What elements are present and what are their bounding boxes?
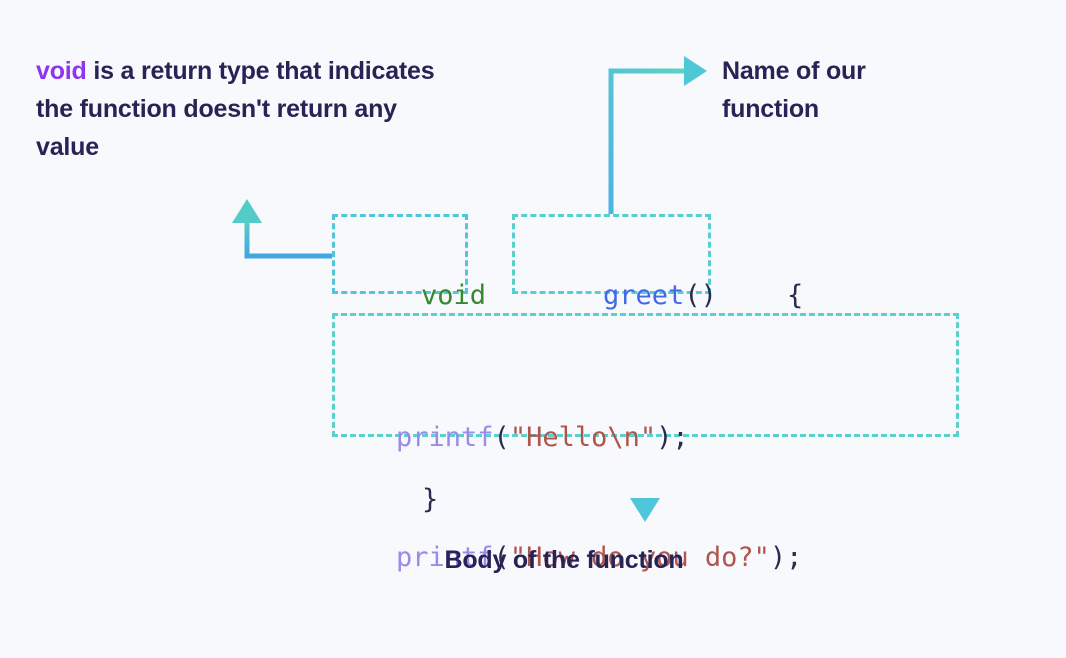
annotation-function-body-text: Body of the function xyxy=(444,546,684,574)
code-token-close-2: ); xyxy=(769,542,803,573)
annotation-return-type-text: is a return type that indicates the func… xyxy=(36,57,435,161)
code-token-string-1: "Hello\n" xyxy=(509,422,657,453)
code-close-brace: } xyxy=(357,440,438,560)
code-token-open-paren-1: ( xyxy=(493,422,510,453)
return-type-highlight-box xyxy=(332,214,468,294)
function-name-connector xyxy=(608,56,707,214)
code-token-greet: greet xyxy=(603,280,685,311)
code-line-1: printf("Hello\n"); xyxy=(396,418,802,458)
code-line-2: printf("How do you do?"); xyxy=(396,538,802,578)
code-token-printf-2: printf xyxy=(396,542,494,573)
code-token-open-paren-2: ( xyxy=(493,542,510,573)
code-token-close-brace: } xyxy=(422,484,439,515)
code-function-signature: greet() xyxy=(538,236,717,356)
code-return-type: void xyxy=(356,236,486,356)
code-token-open-brace: { xyxy=(787,280,804,311)
annotation-keyword-void: void xyxy=(36,57,87,85)
function-body-highlight-box xyxy=(332,313,959,437)
code-token-void: void xyxy=(421,280,487,311)
code-token-printf-1: printf xyxy=(396,422,494,453)
annotation-return-type: void is a return type that indicates the… xyxy=(36,52,456,166)
code-token-string-2: "How do you do?" xyxy=(509,542,770,573)
code-open-brace: { xyxy=(722,236,803,356)
annotation-function-body: Body of the function xyxy=(0,543,1066,577)
return-type-connector xyxy=(232,199,332,259)
annotation-function-name: Name of our function xyxy=(722,57,866,123)
function-name-highlight-box xyxy=(512,214,711,294)
code-token-close-1: ); xyxy=(656,422,689,453)
code-token-parens: () xyxy=(684,280,717,311)
code-function-body: printf("Hello\n"); printf("How do you do… xyxy=(396,338,802,658)
